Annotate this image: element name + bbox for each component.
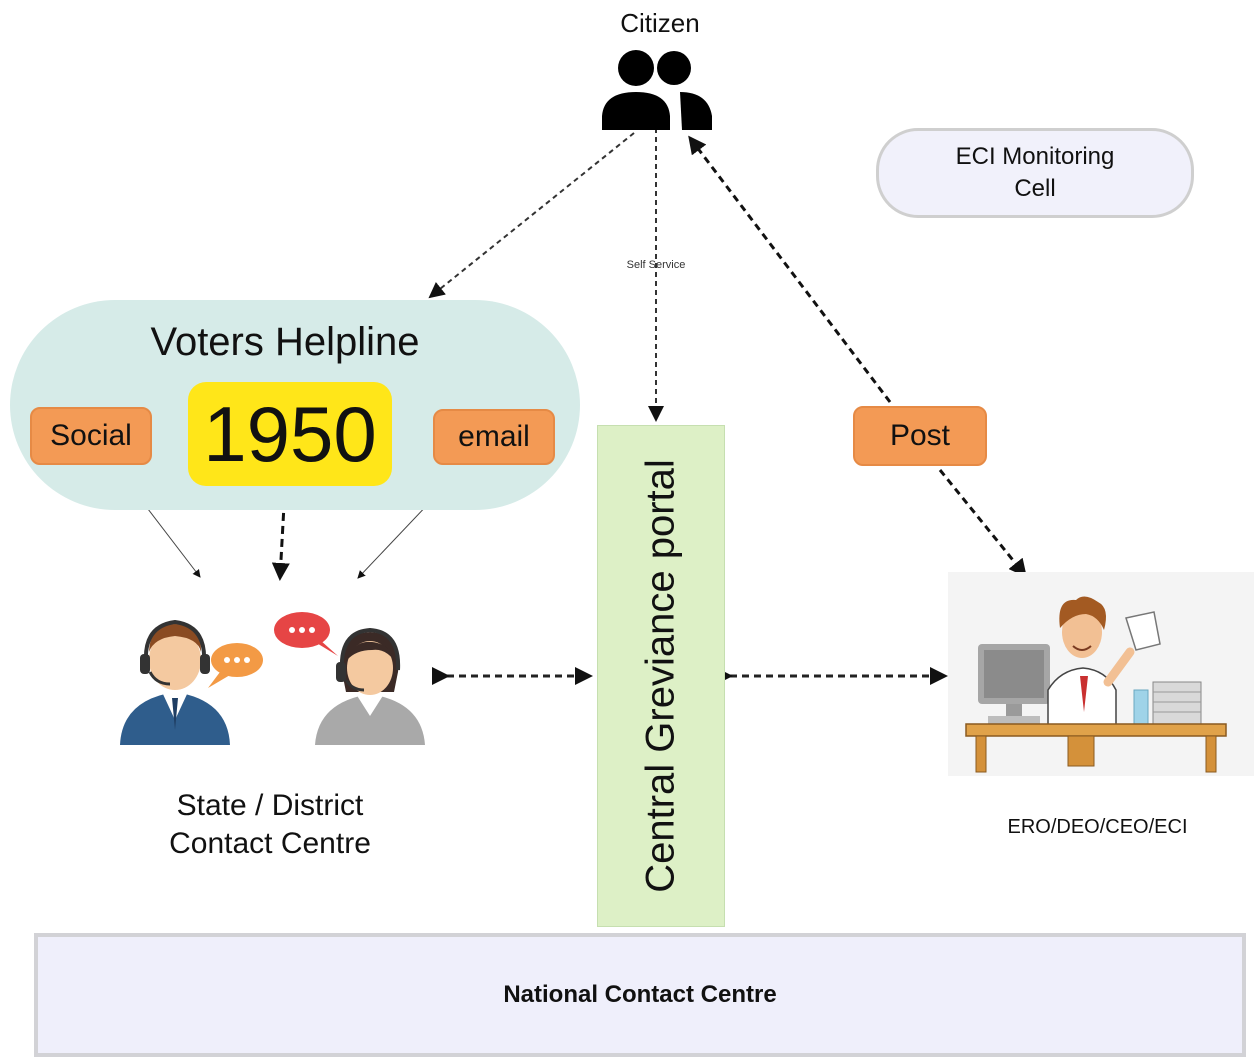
state-label-line2: Contact Centre [169,827,371,860]
eci-cell-label: ECI Monitoring Cell [955,143,1115,202]
citizen-label: Citizen [620,8,700,38]
national-contact-centre: National Contact Centre [34,933,1246,1057]
office-desk-worker-icon [948,572,1254,776]
arrow-citizen-helpline [428,132,635,299]
email-channel: email [433,409,555,465]
national-contact-centre-label: National Contact Centre [503,981,777,1008]
state-label-line1: State / District [176,789,364,822]
portal-label: Central Greviance portal [638,459,683,893]
social-channel: Social [30,407,152,465]
helpline-number: 1950 [188,382,392,486]
call-centre-agents-icon [120,612,425,745]
arrow-post-citizen [688,135,892,403]
people-icon [602,50,712,130]
self-service-label: Self Service [626,259,686,271]
ero-deo-ceo-eci-label: ERO/DEO/CEO/ECI [1007,816,1188,838]
central-grievance-portal: Central Greviance portal [597,425,725,927]
eci-monitoring-cell: ECI Monitoring Cell [876,128,1194,218]
state-district-contact-centre-label: State / District Contact Centre [120,787,420,863]
voters-helpline-title: Voters Helpline [150,320,420,364]
arrow-post-ero [938,469,1027,578]
post-channel: Post [853,406,987,466]
